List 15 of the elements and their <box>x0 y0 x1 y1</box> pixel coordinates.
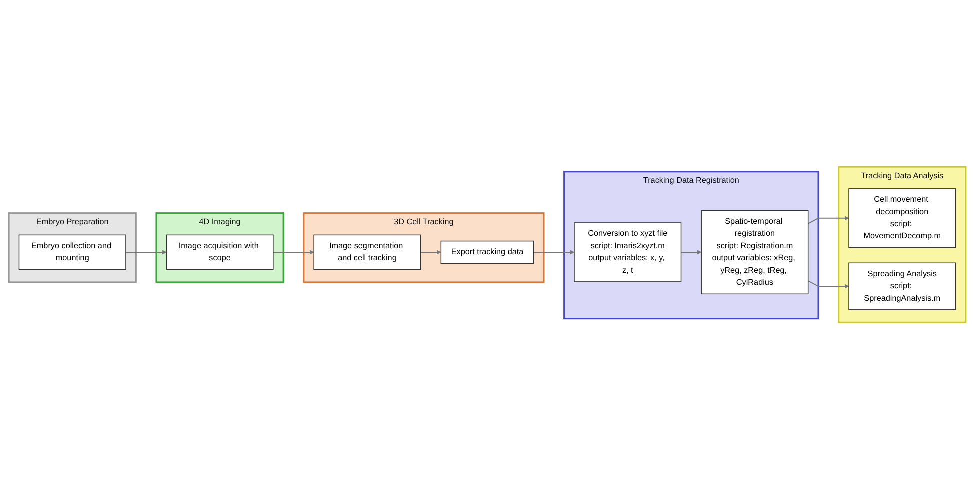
arrow <box>534 250 575 255</box>
arrow <box>126 250 167 255</box>
arrow <box>808 280 850 289</box>
node-box: Spreading Analysis script: SpreadingAnalysis.m <box>848 262 956 310</box>
node-box: Image segmentation and cell tracking <box>314 234 422 270</box>
arrow <box>681 250 702 255</box>
arrow <box>273 250 314 255</box>
node-box: Export tracking data <box>440 241 534 264</box>
node-box: Image acquisition with scope <box>166 234 274 270</box>
node-box: Cell movement decomposition script: MovementDecomp.m <box>848 188 956 248</box>
arrow <box>420 250 442 255</box>
node-box: Spatio-temporal registration script: Registration.m output variables: xReg, yReg, zReg, tReg, CylRadius <box>701 210 809 295</box>
node-box: Conversion to xyzt file script: Imaris2xyzt.m output variables: x, y, z, t <box>574 222 682 282</box>
node-box: Embryo collection and mounting <box>18 234 126 270</box>
arrow <box>808 216 850 224</box>
